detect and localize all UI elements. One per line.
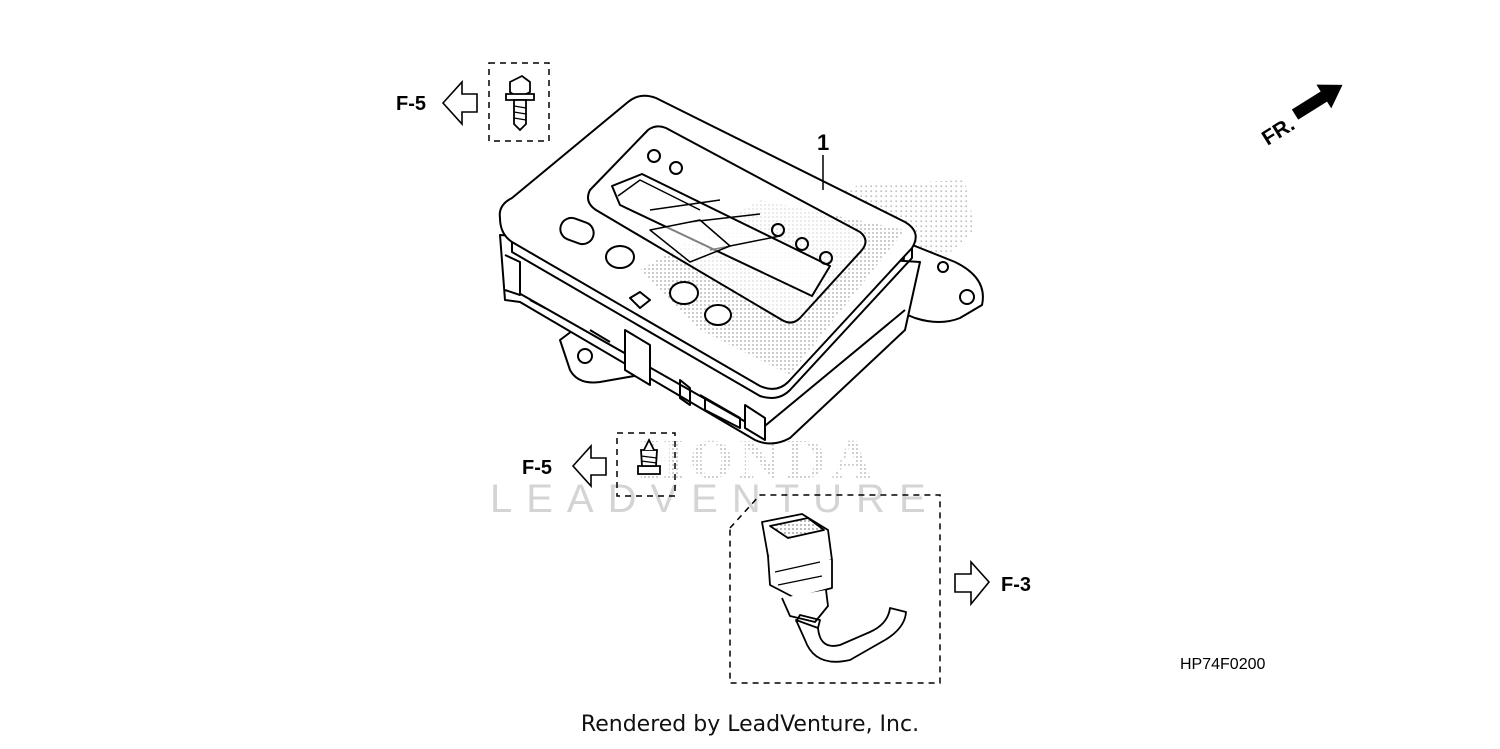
indicator-lamp	[819, 251, 833, 265]
indicator-lamp	[771, 223, 785, 237]
reference-arrow-right-icon[interactable]	[954, 559, 991, 607]
watermark-leadventure: LEADVENTURE	[490, 477, 940, 521]
wire-connector-icon[interactable]	[761, 513, 907, 663]
display-lcd	[611, 173, 831, 297]
bolt-callout-box	[488, 62, 550, 142]
meter-assembly-icon[interactable]	[498, 94, 984, 445]
ref-label-f3[interactable]: F-3	[1001, 574, 1031, 596]
front-direction-arrow-icon: FR.	[1258, 84, 1343, 150]
reference-arrow-left-icon[interactable]	[441, 79, 478, 127]
screw-icon[interactable]	[637, 437, 661, 475]
right-mount-hole	[959, 289, 975, 305]
reference-arrow-left-icon[interactable]	[571, 443, 607, 489]
front-label: FR.	[1258, 113, 1299, 150]
ref-label-f5-bottom[interactable]: F-5	[522, 457, 552, 479]
select-button	[605, 245, 635, 269]
indicator-lamp	[795, 237, 809, 251]
bolt-icon[interactable]	[505, 74, 535, 132]
screw-callout-box	[616, 432, 676, 497]
reset-button	[704, 304, 732, 326]
item-number-1: 1	[817, 130, 829, 155]
ref-label-f5-top[interactable]: F-5	[396, 93, 426, 115]
left-mount-hole	[577, 348, 593, 364]
indicator-lamp	[647, 149, 661, 163]
indicator-lamp	[669, 161, 683, 175]
mode-button	[559, 216, 595, 246]
diagram-code: HP74F0200	[1180, 656, 1266, 673]
footer-credit: Rendered by LeadVenture, Inc.	[580, 712, 920, 737]
connector-callout-box	[729, 494, 941, 684]
set-button	[669, 281, 699, 305]
right-mount-hole-small	[937, 261, 949, 273]
